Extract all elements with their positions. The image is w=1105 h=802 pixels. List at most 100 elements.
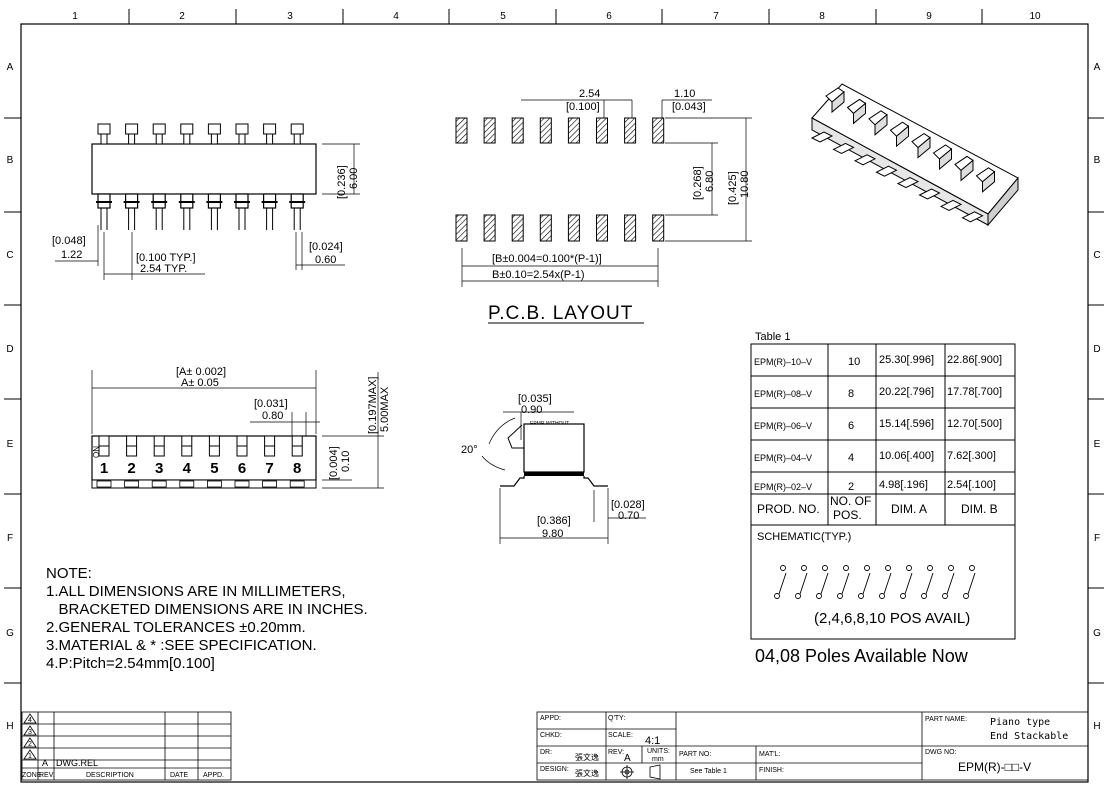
iso-lead <box>896 177 920 189</box>
iso-actuator-side <box>917 136 931 159</box>
table-cell-pos: 4 <box>848 452 854 464</box>
pcb-layout-title: P.C.B. LAYOUT <box>488 303 633 324</box>
table-cell-prod: EPM(R)–10–V <box>754 357 812 367</box>
top-actuator <box>235 123 249 135</box>
zone-row-label-left: F <box>7 533 13 544</box>
iso-actuator-side <box>960 159 974 182</box>
iso-actuator-side <box>853 102 866 125</box>
zone-col-label-bottom: 6 <box>606 787 612 798</box>
side-width-mm: 9.80 <box>542 528 563 540</box>
pcb-b-mm: B±0.10=2.54x(P-1) <box>492 269 585 281</box>
top-actuator-stem <box>293 133 301 145</box>
table-cell-prod: EPM(R)–06–V <box>754 421 812 431</box>
pcb-pad-bottom <box>455 214 468 242</box>
tb-appd: APPD: <box>540 715 561 722</box>
schematic-caption: (2,4,6,8,10 POS AVAIL) <box>814 610 970 627</box>
table-header-pos: NO. OF <box>830 494 871 508</box>
pcb-pad-top <box>652 117 665 144</box>
position-number: 1 <box>100 460 108 477</box>
table-cell-prod: EPM(R)–04–V <box>754 453 812 463</box>
switch-contact-bottom <box>942 593 948 599</box>
table-cell-dim-a: 15.14[.596] <box>879 418 934 430</box>
zone-col-label: 6 <box>606 11 612 22</box>
tb-part-no: See Table 1 <box>690 768 727 775</box>
revision-triangle-icon <box>23 713 37 724</box>
zone-col-label-bottom: 2 <box>179 787 185 798</box>
revision-triangle-icon <box>23 725 37 736</box>
pcb-pad-bottom <box>624 214 637 242</box>
tb-units: mm <box>652 756 664 763</box>
iso-actuator-side <box>982 170 995 193</box>
side-top-mm: 0.90 <box>521 404 542 416</box>
zone-row-label-left: C <box>6 250 13 261</box>
zone-row-label-right: G <box>1093 628 1101 639</box>
tb-dwg-no-label: DWG NO: <box>925 749 957 756</box>
side-width-inch: [0.386] <box>537 515 571 527</box>
table-cell-dim-a: 25.30[.996] <box>879 354 934 366</box>
zone-row-label-left: B <box>7 155 14 166</box>
front-lead <box>179 480 195 488</box>
switch-lever <box>946 572 955 595</box>
zone-row-label-right: D <box>1093 344 1100 355</box>
zone-row-label-right: B <box>1094 155 1101 166</box>
table-cell-dim-a: 4.98[.196] <box>879 479 928 491</box>
zone-row-label-left: G <box>6 628 14 639</box>
hdr-zone: ZONE <box>22 772 42 779</box>
tb-part-no-label: PART NO: <box>679 751 711 758</box>
tb-dr-name: 張文逸 <box>575 752 599 762</box>
zone-col-label: 4 <box>393 11 399 22</box>
zone-col-label: 2 <box>179 11 185 22</box>
switch-contact-bottom <box>900 593 906 599</box>
front-height-mm: 5.00MAX <box>379 386 391 432</box>
hdr-appd: APPD. <box>203 772 224 779</box>
revision-marker-number: 3 <box>28 729 32 736</box>
pcb-pitch-inch: [0.100] <box>566 101 600 113</box>
isometric-view <box>810 83 1019 227</box>
front-lead <box>206 480 222 488</box>
notes-block: NOTE: 1.ALL DIMENSIONS ARE IN MILLIMETER… <box>46 565 368 672</box>
switch-contact-bottom <box>774 593 780 599</box>
switch-contact-bottom <box>795 593 801 599</box>
top-height-mm: 6.00 <box>348 168 360 189</box>
tb-dr: DR: <box>540 749 552 756</box>
table-cell-dim-a: 20.22[.796] <box>879 386 934 398</box>
table-cell-dim-b: 2.54[.100] <box>947 479 996 491</box>
top-actuator <box>125 123 139 135</box>
table-cell-dim-b: 7.62[.300] <box>947 450 996 462</box>
pcb-pad-mm: 1.10 <box>674 88 695 100</box>
table-header-dim-b: DIM. B <box>961 502 998 516</box>
pcb-pad-bottom <box>511 214 524 242</box>
front-a-inch: [A± 0.002] <box>176 366 226 378</box>
switch-contact-bottom <box>858 593 864 599</box>
pcb-layout: 2.54 [0.100] 1.10 [0.043] [0.268] 6.80 [… <box>455 88 752 324</box>
revision-marker-number: 2 <box>28 741 32 748</box>
iso-actuator-side <box>896 125 909 148</box>
zone-row-label-right: E <box>1094 439 1101 450</box>
pcb-pitch-mm: 2.54 <box>579 88 600 100</box>
pcb-pad-top <box>539 117 552 144</box>
revision-triangle-icon <box>23 737 37 748</box>
switch-contact-top <box>927 565 933 571</box>
rev-desc: DWG.REL <box>56 758 98 768</box>
front-lead <box>96 480 112 488</box>
zone-row-label-right: C <box>1093 250 1100 261</box>
zone-row-label-left: H <box>6 721 13 732</box>
top-actuator <box>290 123 304 135</box>
note-line: 1.ALL DIMENSIONS ARE IN MILLIMETERS, <box>46 583 346 600</box>
zone-col-label-bottom: 8 <box>819 787 825 798</box>
front-a-mm: A± 0.05 <box>181 377 219 389</box>
position-number: 7 <box>265 460 273 477</box>
table-cell-prod: EPM(R)–08–V <box>754 389 812 399</box>
side-top-inch: [0.035] <box>518 393 552 405</box>
switch-lever <box>778 572 787 595</box>
revision-triangle-icon <box>23 749 37 760</box>
tb-finish-label: FINISH: <box>759 767 784 774</box>
switch-lever <box>925 572 934 595</box>
tb-scale-label: SCALE: <box>608 732 633 739</box>
tb-design-name: 張文逸 <box>575 768 599 778</box>
zone-row-label-right: A <box>1094 62 1101 73</box>
